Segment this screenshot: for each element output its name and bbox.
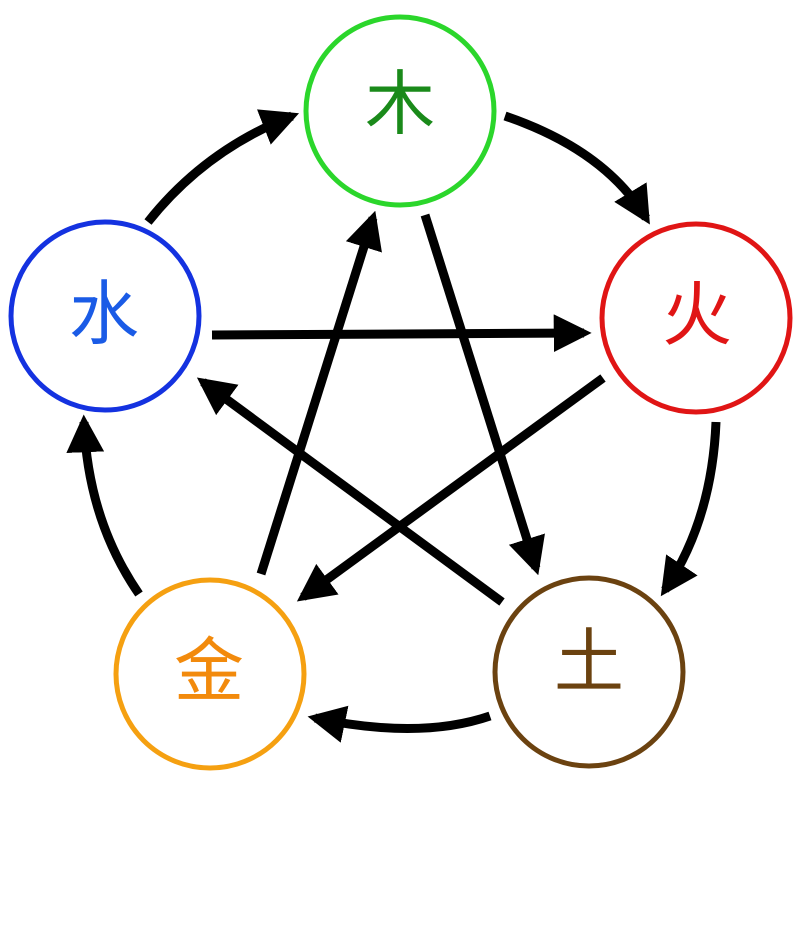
node-earth-circle (492, 575, 686, 769)
arrow-metal-to-wood (256, 210, 382, 576)
node-metal: 金 (113, 577, 307, 771)
arrow-wood-to-earth (420, 213, 545, 576)
node-wood: 木 (303, 14, 497, 208)
arrow-wood-to-fire (503, 111, 650, 225)
generating-cycle (66, 109, 721, 743)
node-water: 水 (8, 219, 202, 413)
node-wood-label: 木 (365, 63, 435, 145)
arrow-metal-to-water (66, 414, 143, 597)
node-water-label: 水 (69, 273, 139, 355)
arrow-fire-to-earth (660, 421, 721, 597)
node-fire-label: 火 (662, 274, 732, 356)
arrow-water-to-wood (144, 109, 300, 225)
node-earth-label: 土 (554, 621, 624, 703)
node-earth: 土 (492, 575, 686, 769)
overcoming-cycle (196, 210, 606, 606)
node-metal-circle (113, 577, 307, 771)
arrow-water-to-fire (211, 314, 592, 353)
node-metal-label: 金 (174, 630, 244, 712)
node-wood-circle (303, 14, 497, 208)
node-fire: 火 (599, 221, 793, 415)
arrow-earth-to-water (196, 377, 505, 606)
node-fire-circle (599, 221, 793, 415)
node-water-circle (8, 219, 202, 413)
arrow-fire-to-metal (296, 374, 606, 602)
arrow-earth-to-metal (307, 705, 492, 743)
